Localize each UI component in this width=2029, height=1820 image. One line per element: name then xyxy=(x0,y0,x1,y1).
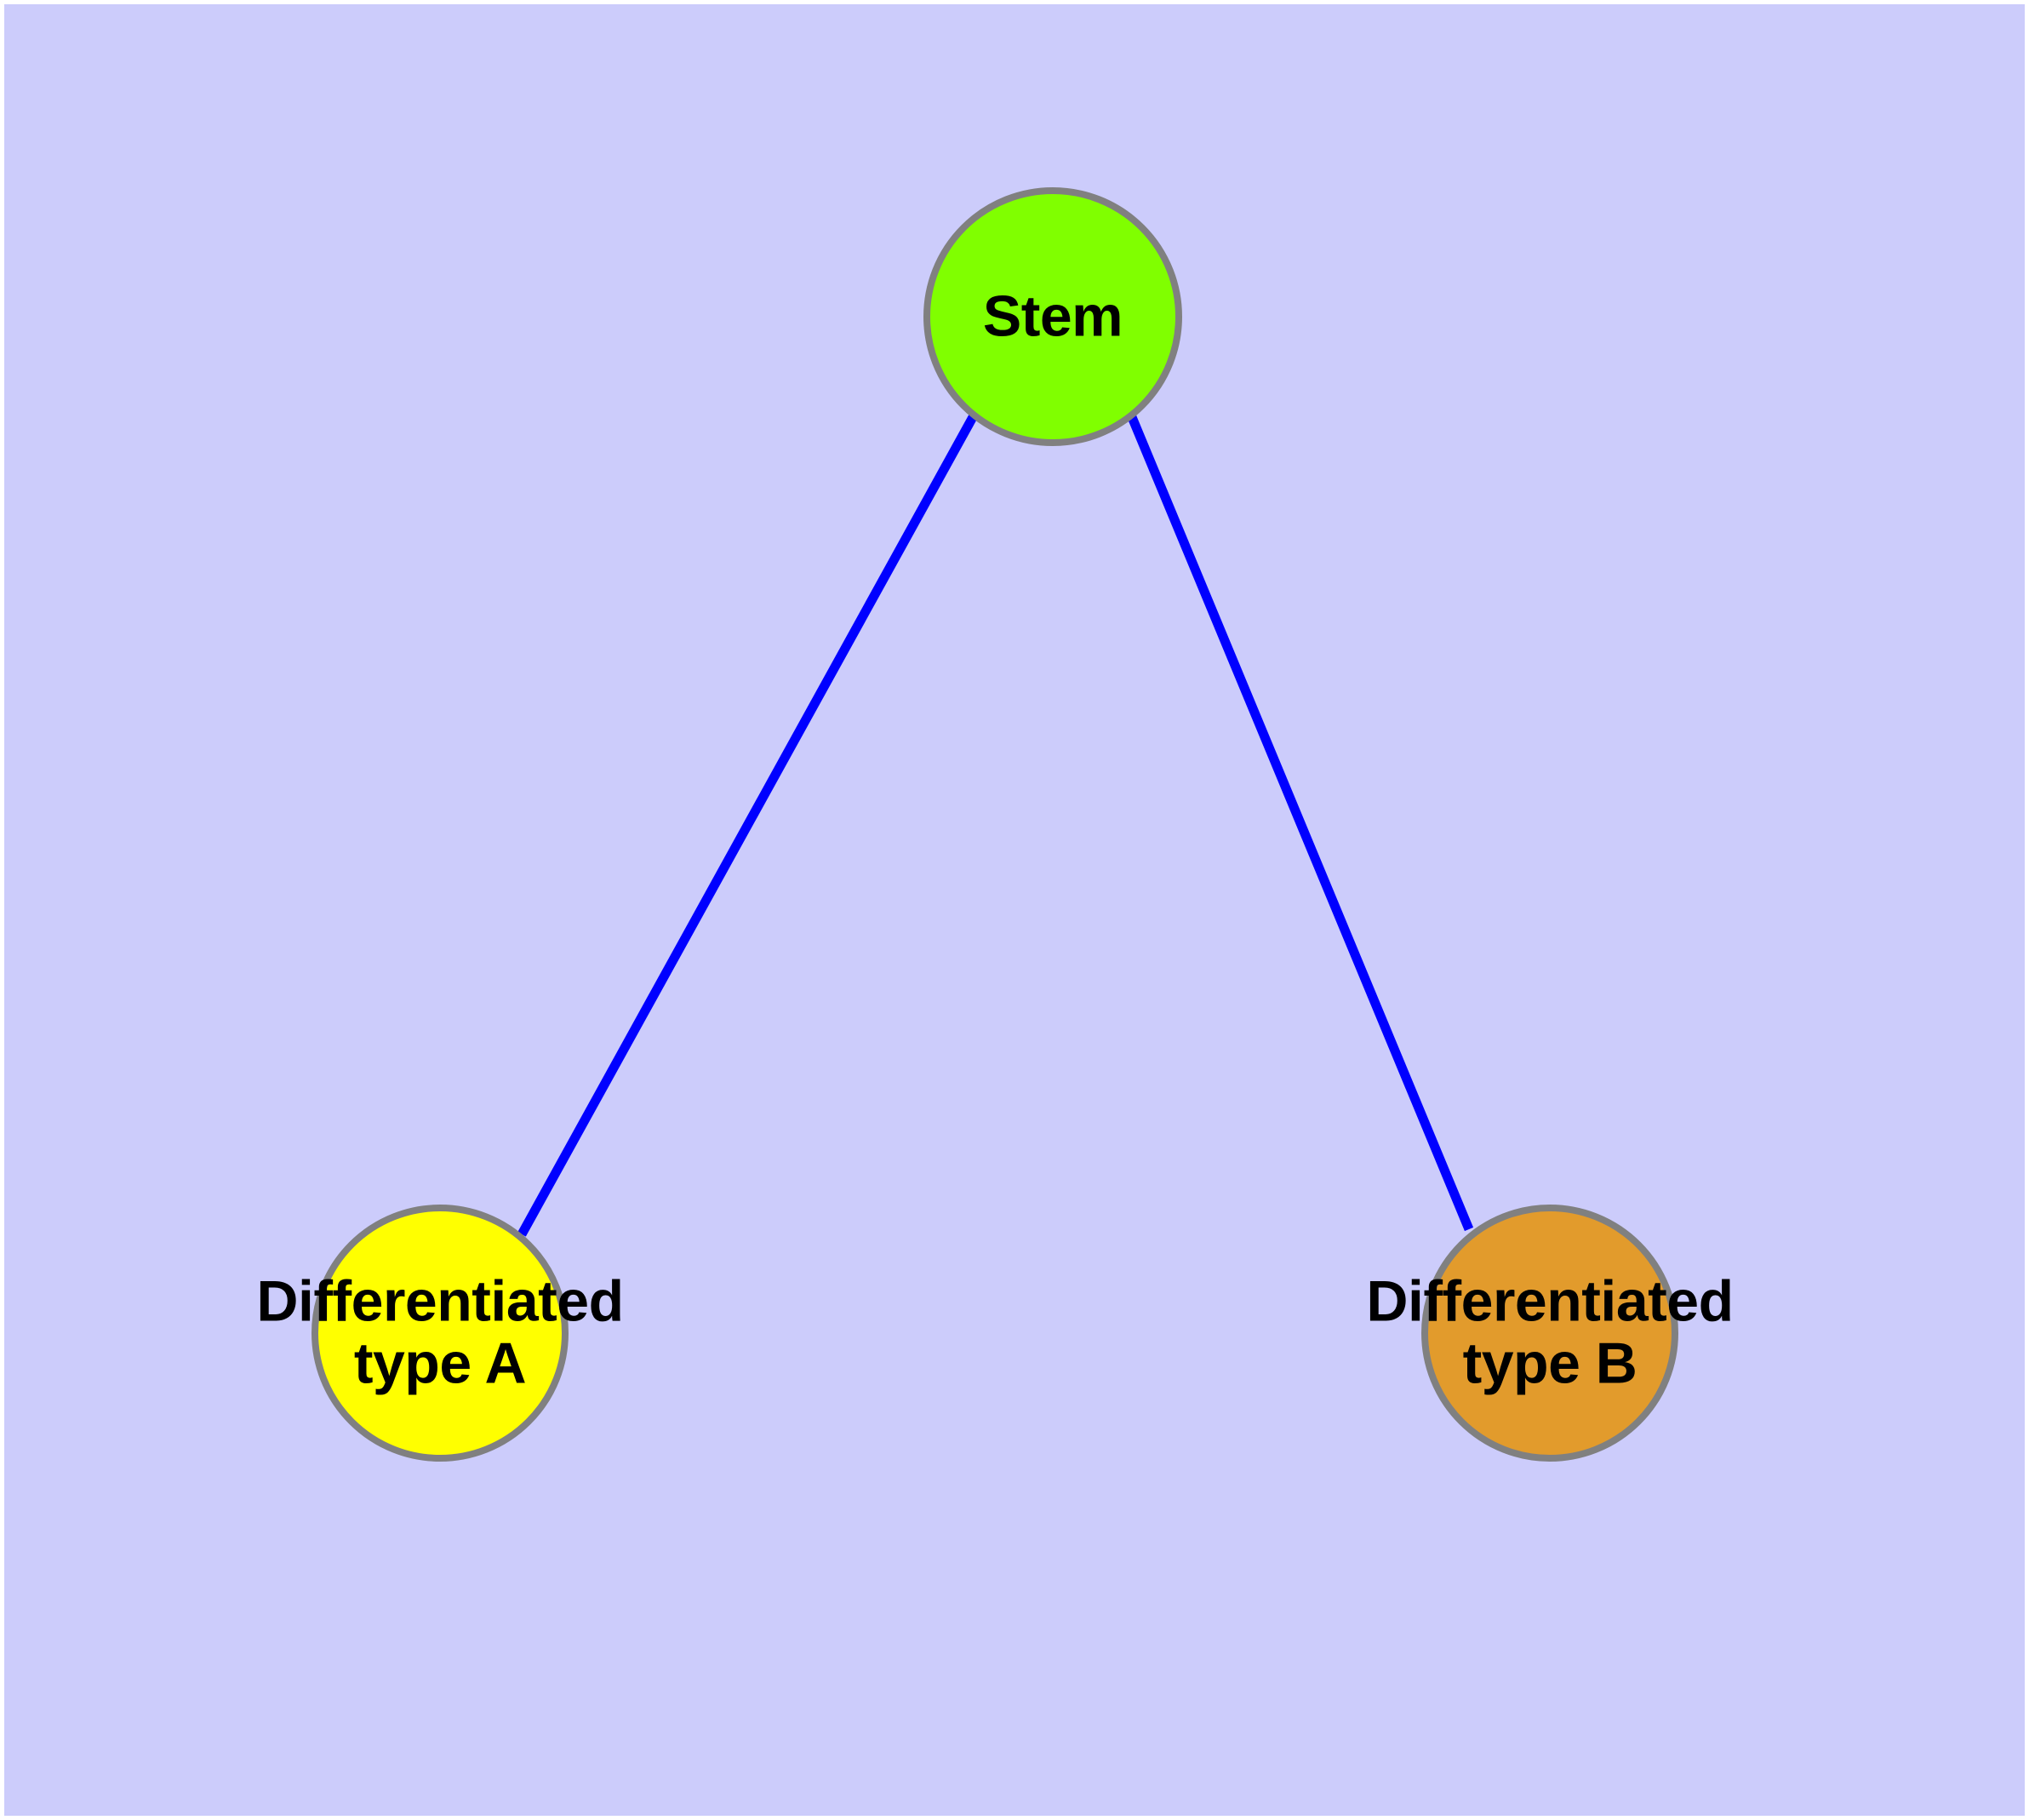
node-stem[interactable] xyxy=(923,187,1182,446)
node-differentiated-type-b[interactable] xyxy=(1421,1205,1678,1462)
node-differentiated-type-a[interactable] xyxy=(311,1205,569,1462)
